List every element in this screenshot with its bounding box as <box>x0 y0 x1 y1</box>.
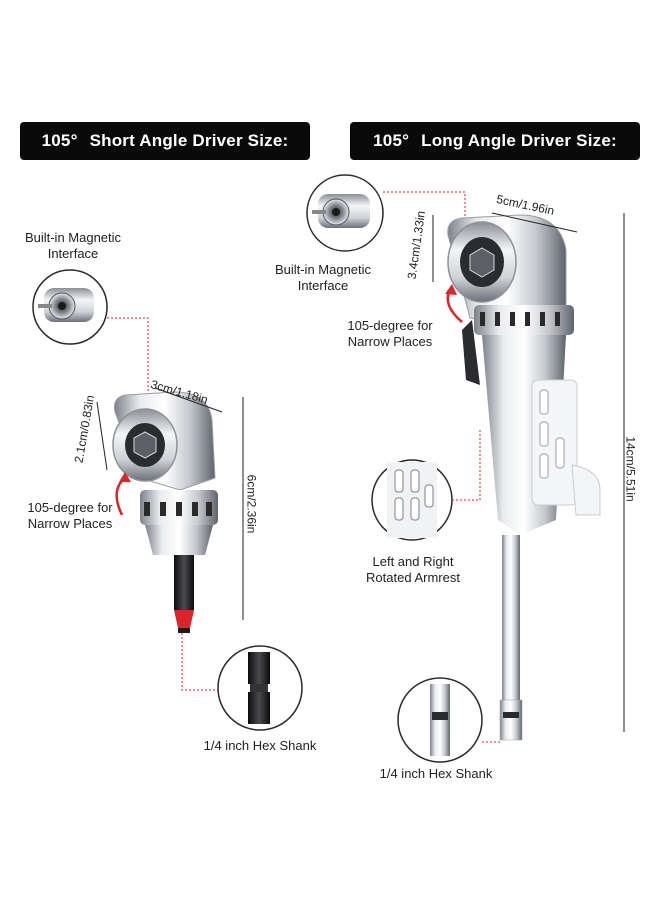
short-driver-illustration <box>32 269 303 731</box>
short-driver-banner: 105° Short Angle Driver Size: <box>20 122 310 160</box>
short-narrow-label-line1: 105-degree for <box>27 500 113 515</box>
short-narrow-label: 105-degree for Narrow Places <box>10 500 130 532</box>
short-length-dimension: 6cm/2.36in <box>244 474 259 534</box>
long-driver-title: Long Angle Driver Size: <box>421 131 617 150</box>
long-narrow-label-line1: 105-degree for <box>347 318 433 333</box>
long-narrow-label-line2: Narrow Places <box>347 334 433 349</box>
short-driver-title: Short Angle Driver Size: <box>89 131 289 150</box>
long-narrow-label: 105-degree for Narrow Places <box>330 318 450 350</box>
armrest-label-line2: Rotated Armrest <box>366 570 460 585</box>
long-length-dimension: 14cm/5.51in <box>623 436 638 502</box>
long-magnetic-callout <box>306 174 384 252</box>
armrest-label-line1: Left and Right <box>372 554 454 569</box>
long-driver-illustration <box>306 174 625 763</box>
long-driver-banner: 105° Long Angle Driver Size: <box>350 122 640 160</box>
short-shank-label: 1/4 inch Hex Shank <box>203 738 317 753</box>
long-shank-callout <box>397 677 483 763</box>
short-angle-value: 105° <box>41 131 78 150</box>
long-angle-value: 105° <box>373 131 410 150</box>
short-magnetic-callout <box>32 269 108 345</box>
short-magnetic-label-line1: Built-in Magnetic <box>24 230 122 245</box>
long-shank-label: 1/4 inch Hex Shank <box>379 766 493 781</box>
armrest-callout <box>371 459 453 541</box>
short-narrow-label-line2: Narrow Places <box>27 516 113 531</box>
armrest-label: Left and Right Rotated Armrest <box>358 554 468 586</box>
short-shank-callout <box>217 645 303 731</box>
short-magnetic-label-line2: Interface <box>47 246 99 261</box>
short-magnetic-label: Built-in Magnetic Interface <box>18 230 128 262</box>
long-magnetic-label-line2: Interface <box>297 278 349 293</box>
long-magnetic-label: Built-in Magnetic Interface <box>268 262 378 294</box>
long-magnetic-label-line1: Built-in Magnetic <box>274 262 372 277</box>
